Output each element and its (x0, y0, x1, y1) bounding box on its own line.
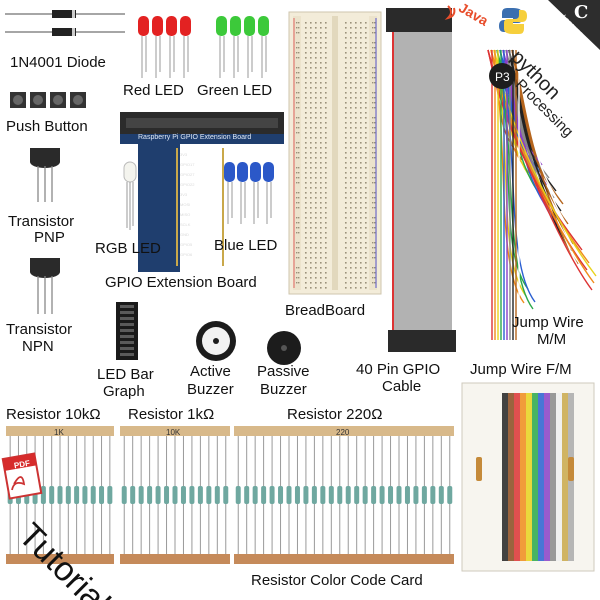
led-bar-label-1: LED Bar (97, 366, 154, 383)
svg-text:GPIO6: GPIO6 (180, 252, 193, 257)
red-led-component (134, 12, 194, 80)
red-led-label: Red LED (123, 82, 184, 99)
resistor-1k-label: Resistor 1kΩ (128, 406, 215, 423)
svg-text:MOSI: MOSI (180, 202, 190, 207)
tutorial-banner: PDF Tutorial (0, 440, 160, 600)
breadboard-component (288, 11, 382, 295)
color-code-card-label: Resistor Color Code Card (251, 572, 423, 589)
c-language-logo: C Language (540, 0, 600, 50)
passive-buzzer-label-2: Buzzer (260, 381, 307, 398)
svg-text:GND: GND (180, 232, 189, 237)
resistor-tape-2: 10K (120, 426, 230, 576)
svg-text:3V3: 3V3 (180, 192, 188, 197)
rgb-led-component (120, 160, 142, 230)
svg-text:3V3: 3V3 (180, 152, 188, 157)
led-bar-graph-component (114, 300, 140, 362)
resistor-tape-1-label: 1K (54, 428, 64, 437)
color-code-card (461, 382, 595, 572)
diode-component (0, 0, 130, 50)
blue-led-component (222, 160, 278, 225)
green-led-component (212, 12, 272, 80)
jump-wire-mm-label-2: M/M (537, 331, 567, 348)
blue-led-label: Blue LED (214, 237, 278, 254)
rgb-led-label: RGB LED (95, 240, 161, 257)
active-buzzer-component (193, 318, 239, 364)
board-title: Raspberry Pi GPIO Extension Board (138, 134, 252, 141)
transistor-npn-component (26, 252, 76, 314)
processing-logo: P3 (488, 62, 516, 90)
gpio-cable-label-2: Cable (382, 378, 422, 395)
svg-text:SCLK: SCLK (180, 222, 191, 227)
resistor-tape-3: 220 (234, 426, 454, 576)
passive-buzzer-component (264, 328, 304, 368)
push-button-component (8, 88, 88, 112)
python-logo (498, 6, 528, 36)
led-bar-label-2: Graph (103, 383, 145, 400)
svg-text:GPIO22: GPIO22 (180, 182, 195, 187)
push-button-label: Push Button (6, 118, 88, 135)
svg-text:GPIO17: GPIO17 (180, 162, 195, 167)
resistor-tape-3-label: 220 (336, 428, 350, 437)
gpio-board-label: GPIO Extension Board (105, 274, 257, 291)
svg-text:P3: P3 (495, 70, 510, 84)
active-buzzer-label-2: Buzzer (187, 381, 234, 398)
transistor-npn-label-2: NPN (22, 338, 54, 355)
transistor-pnp-component (26, 142, 76, 202)
green-led-label: Green LED (197, 82, 273, 99)
resistor-220-label: Resistor 220Ω (287, 406, 383, 423)
transistor-npn-label-1: Transistor (6, 321, 73, 338)
resistor-10k-label: Resistor 10kΩ (6, 406, 101, 423)
breadboard-label: BreadBoard (285, 302, 366, 319)
svg-text:GPIO5: GPIO5 (180, 242, 193, 247)
java-logo: Java (440, 0, 500, 30)
c-letter: C (574, 2, 589, 23)
diode-label: 1N4001 Diode (10, 54, 106, 71)
transistor-pnp-label-1: Transistor (8, 213, 75, 230)
jump-wire-mm-label-1: Jump Wire (512, 314, 584, 331)
passive-buzzer-label-1: Passive (257, 363, 310, 380)
resistor-tape-2-label: 10K (166, 428, 181, 437)
gpio-cable-component (382, 8, 482, 353)
transistor-pnp-label-2: PNP (34, 229, 65, 246)
active-buzzer-label-1: Active (190, 363, 231, 380)
svg-text:MISO: MISO (180, 212, 190, 217)
svg-text:GPIO27: GPIO27 (180, 172, 195, 177)
gpio-cable-label-1: 40 Pin GPIO (356, 361, 441, 378)
jump-wire-fm-label: Jump Wire F/M (470, 361, 572, 378)
